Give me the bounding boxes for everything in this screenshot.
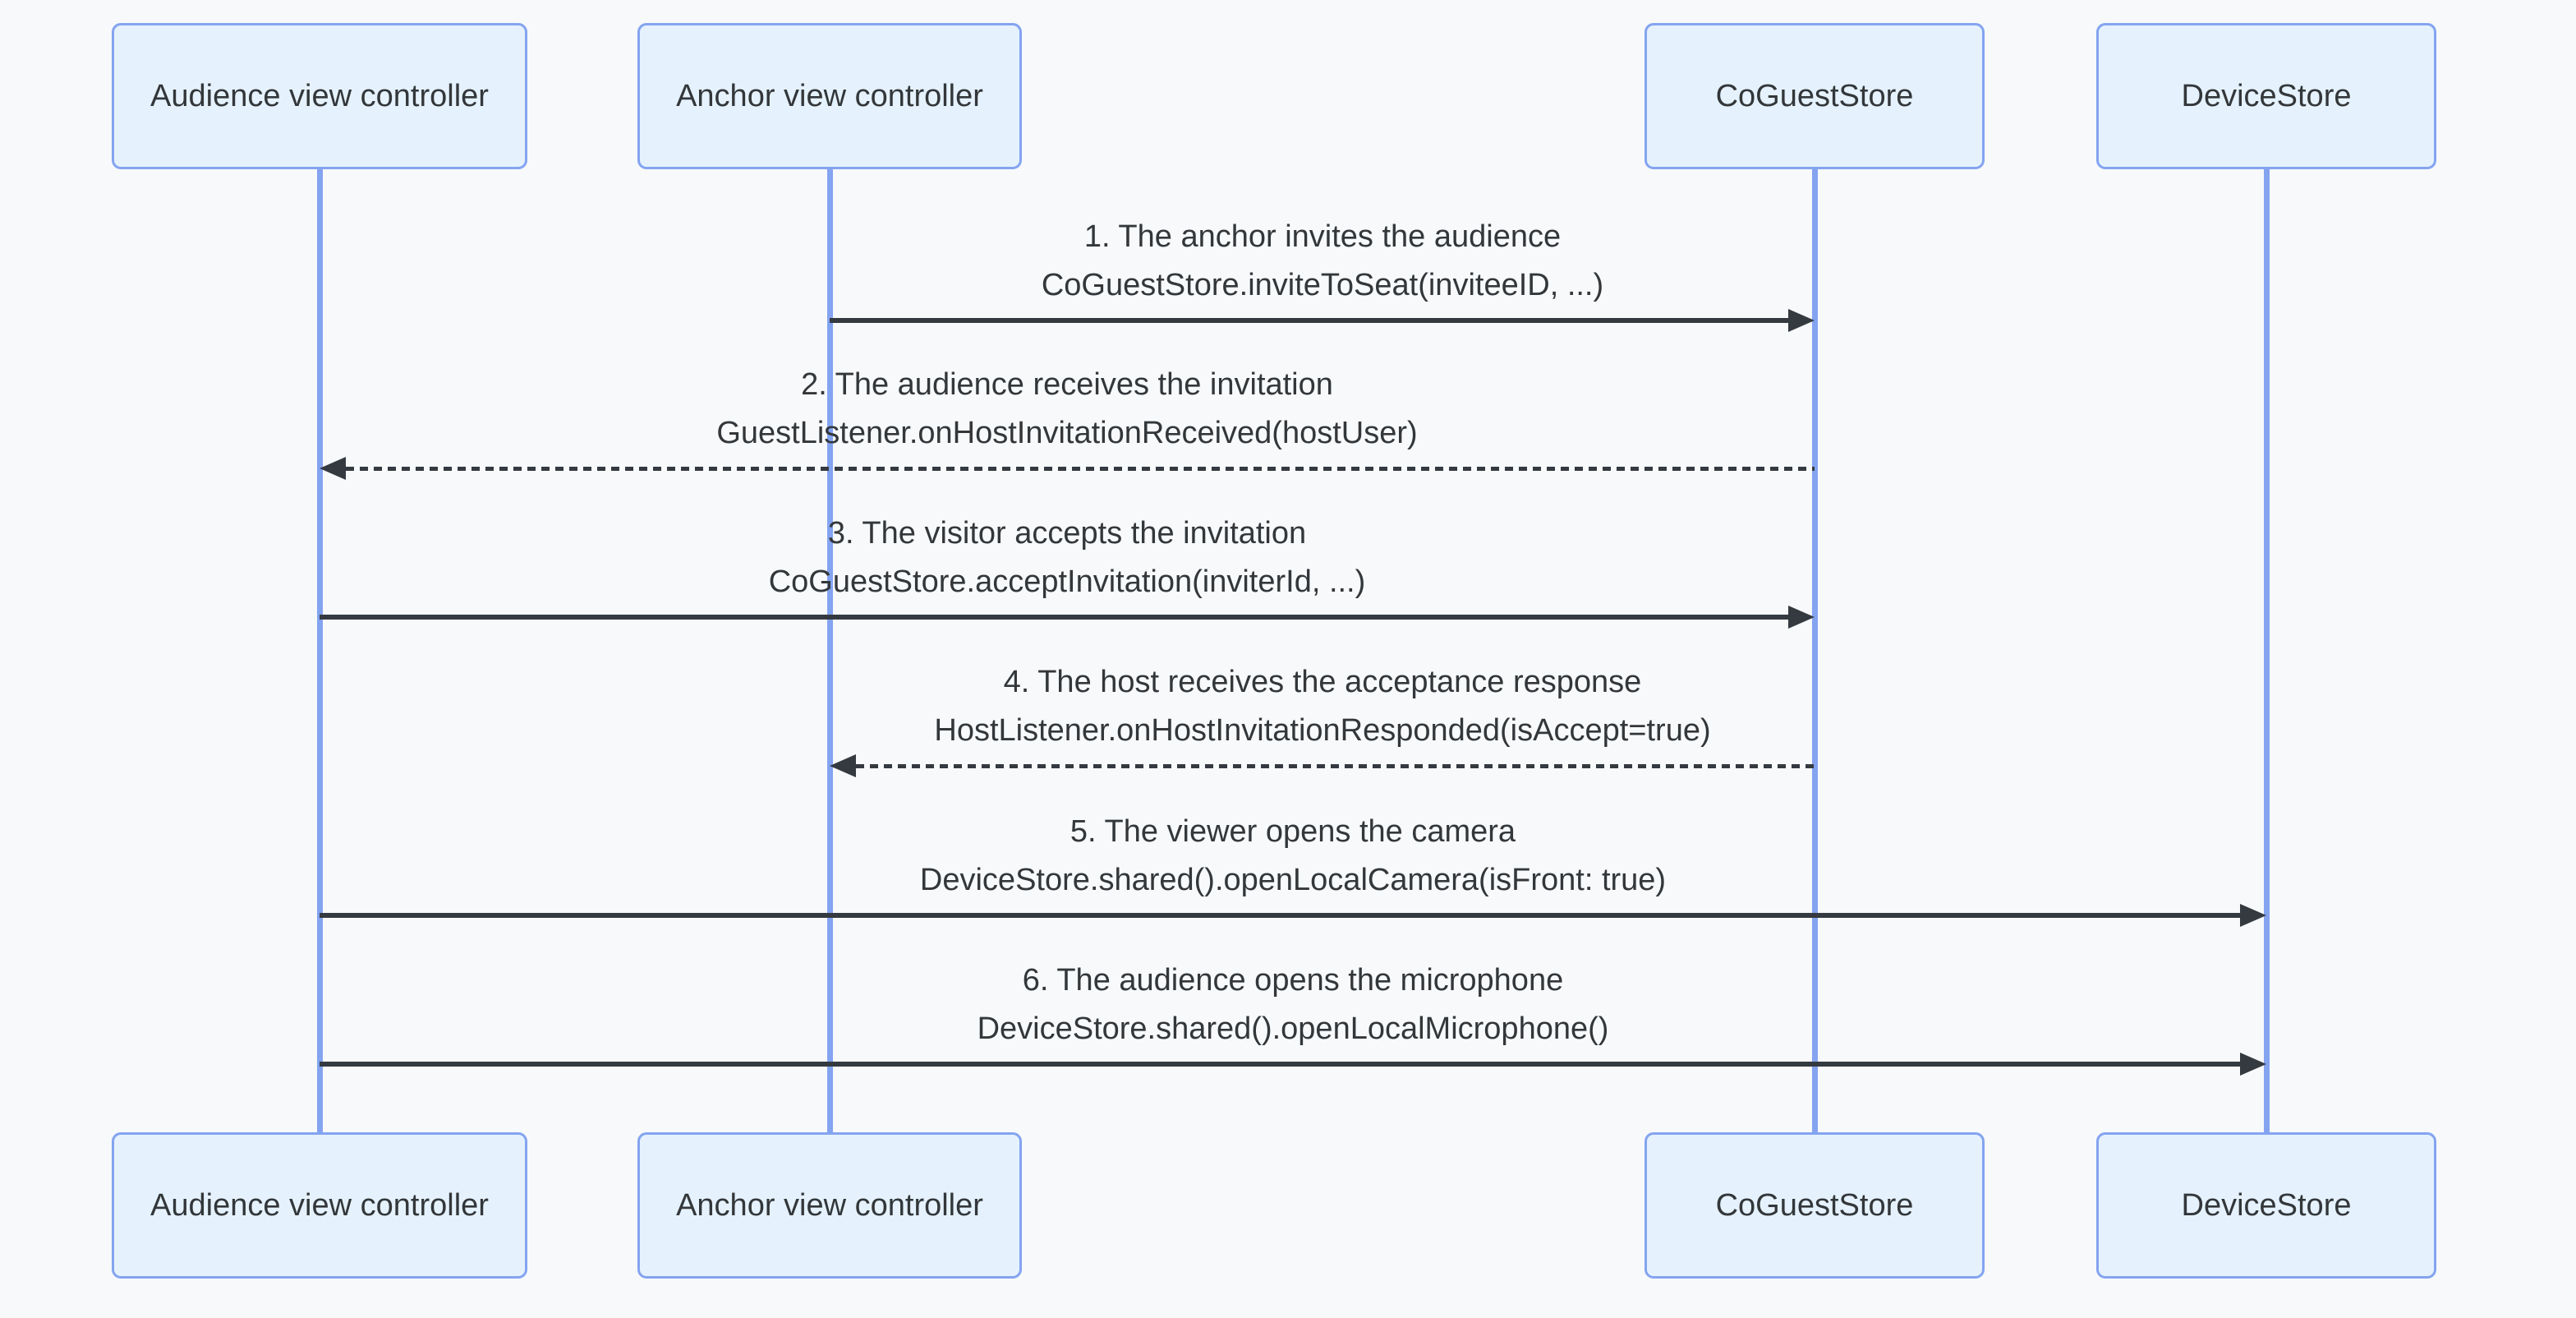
arrow-line xyxy=(830,318,1788,323)
participant-label: DeviceStore xyxy=(2181,1187,2352,1223)
message-arrow-2 xyxy=(320,456,1815,481)
arrow-line xyxy=(320,615,1788,620)
arrowhead-right-icon xyxy=(2240,1053,2266,1076)
arrow-line xyxy=(320,1062,2240,1067)
arrow-line xyxy=(320,913,2240,918)
lifeline-audience-view-controller xyxy=(317,169,323,1132)
lifeline-coguststore xyxy=(1812,169,1818,1132)
message-description: 1. The anchor invites the audience xyxy=(1083,219,1562,254)
participant-coguststore-top: CoGuestStore xyxy=(1644,23,1985,169)
message-description: 4. The host receives the acceptance resp… xyxy=(1003,665,1642,699)
message-code: DeviceStore.shared().openLocalCamera(isF… xyxy=(919,863,1667,897)
participant-label: Anchor view controller xyxy=(676,1187,983,1223)
arrowhead-right-icon xyxy=(1788,309,1815,332)
arrowhead-right-icon xyxy=(1788,606,1815,629)
lifeline-devicestore xyxy=(2264,169,2270,1132)
message-description: 5. The viewer opens the camera xyxy=(1070,814,1516,849)
participant-label: CoGuestStore xyxy=(1715,78,1914,113)
message-arrow-4 xyxy=(830,753,1815,778)
participant-anchor-view-controller-bottom: Anchor view controller xyxy=(637,1132,1022,1279)
participant-label: Audience view controller xyxy=(150,78,489,113)
lifeline-anchor-view-controller xyxy=(827,169,833,1132)
message-label-1: 1. The anchor invites the audience CoGue… xyxy=(1042,213,1603,310)
participant-audience-view-controller-top: Audience view controller xyxy=(112,23,527,169)
message-label-5: 5. The viewer opens the camera DeviceSto… xyxy=(920,808,1666,905)
message-label-4: 4. The host receives the acceptance resp… xyxy=(934,658,1710,755)
message-description: 2. The audience receives the invitation xyxy=(801,367,1333,402)
message-code: DeviceStore.shared().openLocalMicrophone… xyxy=(977,1012,1609,1046)
message-description: 6. The audience opens the microphone xyxy=(1022,963,1564,998)
participant-anchor-view-controller-top: Anchor view controller xyxy=(637,23,1022,169)
arrowhead-left-icon xyxy=(320,457,346,480)
participant-devicestore-bottom: DeviceStore xyxy=(2096,1132,2436,1279)
message-arrow-5 xyxy=(320,903,2266,928)
message-arrow-3 xyxy=(320,605,1815,629)
arrow-line xyxy=(856,763,1815,768)
arrow-line xyxy=(346,466,1815,471)
message-code: CoGuestStore.inviteToSeat(inviteeID, ...… xyxy=(1041,268,1604,302)
message-label-6: 6. The audience opens the microphone Dev… xyxy=(978,956,1609,1053)
message-arrow-6 xyxy=(320,1052,2266,1076)
participant-label: Anchor view controller xyxy=(676,78,983,113)
participant-label: DeviceStore xyxy=(2181,78,2352,113)
participant-audience-view-controller-bottom: Audience view controller xyxy=(112,1132,527,1279)
message-label-3: 3. The visitor accepts the invitation Co… xyxy=(769,509,1366,606)
message-code: HostListener.onHostInvitationResponded(i… xyxy=(934,713,1711,748)
arrowhead-right-icon xyxy=(2240,904,2266,927)
message-code: GuestListener.onHostInvitationReceived(h… xyxy=(716,416,1418,450)
message-arrow-1 xyxy=(830,308,1815,333)
message-code: CoGuestStore.acceptInvitation(inviterId,… xyxy=(768,565,1366,599)
participant-label: CoGuestStore xyxy=(1715,1187,1914,1223)
participant-label: Audience view controller xyxy=(150,1187,489,1223)
arrowhead-left-icon xyxy=(830,754,856,777)
message-label-2: 2. The audience receives the invitation … xyxy=(716,361,1417,458)
message-description: 3. The visitor accepts the invitation xyxy=(827,516,1307,551)
participant-coguststore-bottom: CoGuestStore xyxy=(1644,1132,1985,1279)
participant-devicestore-top: DeviceStore xyxy=(2096,23,2436,169)
